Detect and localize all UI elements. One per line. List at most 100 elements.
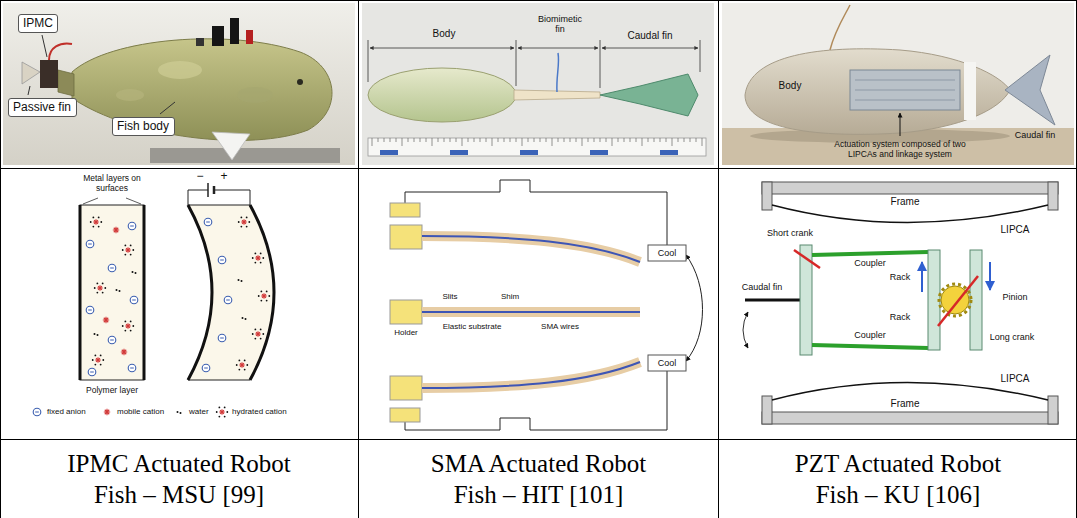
ruler (380, 150, 398, 155)
ipmc-fish-photo (150, 148, 340, 163)
pulse-signal (405, 180, 703, 430)
ion-symbol (260, 329, 262, 331)
ion-symbol (122, 321, 134, 332)
frame-bar (762, 182, 1058, 194)
sma-fish-photo (368, 68, 516, 122)
pzt-fish-photo (722, 3, 1074, 165)
battery-symbol (188, 183, 250, 205)
dimension-line (368, 40, 369, 82)
ion-symbol (103, 317, 109, 323)
ion-symbol (204, 218, 212, 226)
ion-symbol (88, 310, 92, 311)
sma-beam (422, 311, 640, 313)
ipmc-fish-photo (49, 44, 72, 60)
ruler-tick (660, 138, 661, 142)
ion-symbol (246, 217, 248, 219)
ion-symbol (224, 296, 232, 304)
ion-symbol (121, 349, 127, 355)
ion-symbol (262, 333, 264, 335)
ruler-tick (396, 138, 397, 142)
ion-symbol (90, 372, 94, 373)
ion-symbol (130, 226, 134, 227)
ion-symbol (95, 357, 101, 363)
legend-symbol (224, 407, 226, 409)
dimension-line (600, 40, 601, 88)
pzt-fish-photo (855, 100, 955, 101)
box-label: Cool (658, 248, 677, 258)
ion-symbol (98, 226, 100, 228)
ipmc-fish-photo (158, 61, 202, 79)
ion-symbol (236, 360, 248, 371)
ion-symbol (245, 318, 247, 320)
ion-symbol (241, 280, 243, 282)
ion-symbol (252, 329, 264, 340)
coupler-link (812, 345, 928, 348)
dimension-label: Body (433, 28, 456, 40)
ion-symbol (260, 291, 262, 293)
frame-bar (1048, 182, 1058, 210)
dimension-line (700, 40, 701, 72)
ion-symbol (102, 292, 104, 294)
ion-symbol (258, 295, 260, 297)
frame-bar (762, 182, 772, 210)
ion-symbol (202, 364, 210, 372)
ion-symbol (122, 325, 124, 327)
ruler-tick (408, 138, 409, 142)
ion-symbol (220, 260, 224, 261)
ion-symbol (116, 289, 121, 292)
ruler-tick (498, 138, 499, 142)
ion-symbol (128, 364, 136, 372)
table-grid (0, 439, 1077, 440)
legend-item: fixed anion (30, 405, 86, 419)
ion-symbol (206, 222, 210, 223)
ion-symbol (218, 334, 226, 342)
caption-cell: PZT Actuated Robot Fish – KU [106] (719, 440, 1077, 518)
part-label: Short crank (767, 228, 813, 238)
ruler-tick (594, 138, 595, 142)
ion-symbol (92, 217, 94, 219)
ipmc-mechanism (143, 205, 146, 380)
ion-symbol (93, 219, 99, 225)
ruler-tick (516, 138, 517, 142)
part-label: Holder (394, 328, 418, 337)
ipmc-fish-photo (72, 39, 332, 141)
ion-symbol (262, 257, 264, 259)
ion-symbol (88, 368, 96, 376)
ion-symbol (102, 359, 104, 361)
ruler-tick (648, 138, 649, 142)
ion-symbol (100, 364, 102, 366)
ion-symbol (260, 338, 262, 340)
ion-symbol (255, 255, 261, 261)
ruler-tick (480, 138, 481, 142)
ipmc-mechanism (188, 205, 274, 380)
ion-symbol (252, 257, 254, 259)
ion-symbol (88, 244, 92, 245)
ion-symbol (224, 296, 232, 304)
part-label: Pinion (1002, 292, 1027, 302)
table-grid (0, 0, 1, 518)
dimension-label: Biomimetic fin (534, 14, 586, 35)
ion-symbol (261, 293, 267, 299)
ruler-tick (534, 138, 535, 142)
lipca-actuator (772, 383, 1048, 401)
rack-bar (928, 250, 982, 350)
ion-symbol (124, 330, 126, 332)
dimension-line (518, 48, 598, 49)
ion-symbol (88, 368, 96, 376)
ion-symbol (108, 264, 116, 272)
ruler-tick (564, 138, 565, 142)
ruler-tick (696, 138, 697, 142)
ruler-tick (492, 138, 493, 146)
ion-symbol (238, 369, 240, 371)
ion-symbol (121, 349, 127, 355)
ion-symbol (116, 289, 118, 291)
legend-symbol (177, 411, 182, 414)
ion-symbol (130, 296, 138, 304)
part-label: LIPCA (1001, 224, 1030, 236)
ruler-tick (462, 138, 463, 146)
legend-symbol (216, 411, 218, 413)
sma-beam (422, 362, 640, 388)
ion-symbol (125, 323, 131, 329)
pinion-gear (941, 286, 969, 314)
ion-symbol (260, 262, 262, 264)
